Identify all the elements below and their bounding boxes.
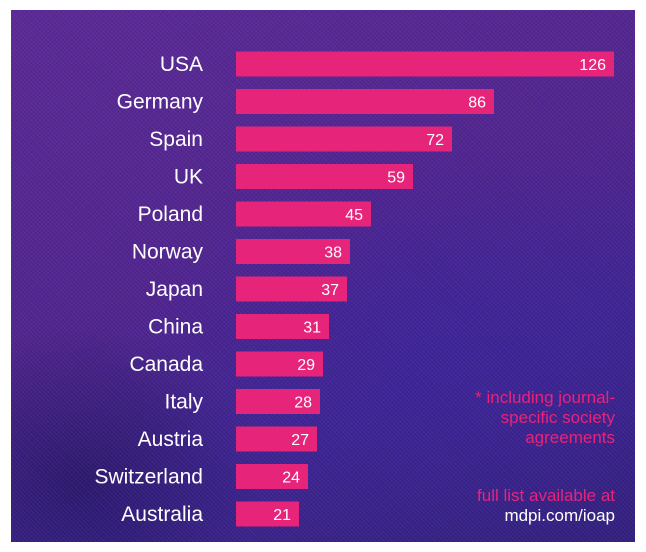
category-label-japan: Japan (146, 278, 203, 301)
bar-norway (236, 239, 350, 264)
bar-germany (236, 89, 494, 114)
value-label-italy: 28 (294, 395, 312, 412)
value-label-norway: 38 (324, 245, 342, 262)
footnote-line-2: specific society (500, 408, 615, 427)
value-label-china: 31 (303, 320, 321, 337)
value-label-australia: 21 (273, 507, 291, 524)
full-list-text: full list available at (477, 486, 615, 505)
bar-australia (236, 501, 299, 527)
value-label-uk: 59 (387, 170, 405, 187)
category-label-austria: Austria (138, 428, 204, 451)
full-list-link[interactable]: mdpi.com/ioap (504, 506, 615, 525)
category-label-germany: Germany (117, 91, 204, 114)
bar-switzerland (236, 464, 308, 489)
value-label-switzerland: 24 (282, 470, 300, 487)
value-label-germany: 86 (468, 95, 486, 112)
bar-uk (236, 164, 413, 189)
value-label-usa: 126 (579, 57, 606, 74)
bar-usa (236, 51, 614, 77)
value-label-poland: 45 (345, 207, 363, 224)
category-label-switzerland: Switzerland (94, 466, 203, 489)
bar-austria (236, 426, 317, 452)
value-label-spain: 72 (426, 132, 444, 149)
full-list-note: full list available at mdpi.com/ioap (375, 486, 615, 526)
category-label-usa: USA (160, 53, 203, 76)
category-label-spain: Spain (149, 128, 203, 151)
category-label-italy: Italy (164, 391, 203, 414)
category-label-uk: UK (174, 166, 203, 189)
category-label-china: China (148, 316, 203, 339)
category-label-australia: Australia (121, 503, 203, 526)
value-label-canada: 29 (297, 357, 315, 374)
footnote: * including journal- specific society ag… (385, 388, 615, 448)
bar-italy (236, 389, 320, 414)
bar-spain (236, 126, 452, 152)
bar-japan (236, 276, 347, 302)
bar-canada (236, 351, 323, 377)
footnote-line-3: agreements (525, 428, 615, 447)
bar-poland (236, 201, 371, 227)
footnote-line-1: * including journal- (475, 388, 615, 407)
category-label-canada: Canada (129, 353, 203, 376)
category-label-poland: Poland (138, 203, 203, 226)
value-label-japan: 37 (321, 282, 339, 299)
category-label-norway: Norway (132, 241, 204, 264)
bar-china (236, 314, 329, 339)
value-label-austria: 27 (291, 432, 309, 449)
